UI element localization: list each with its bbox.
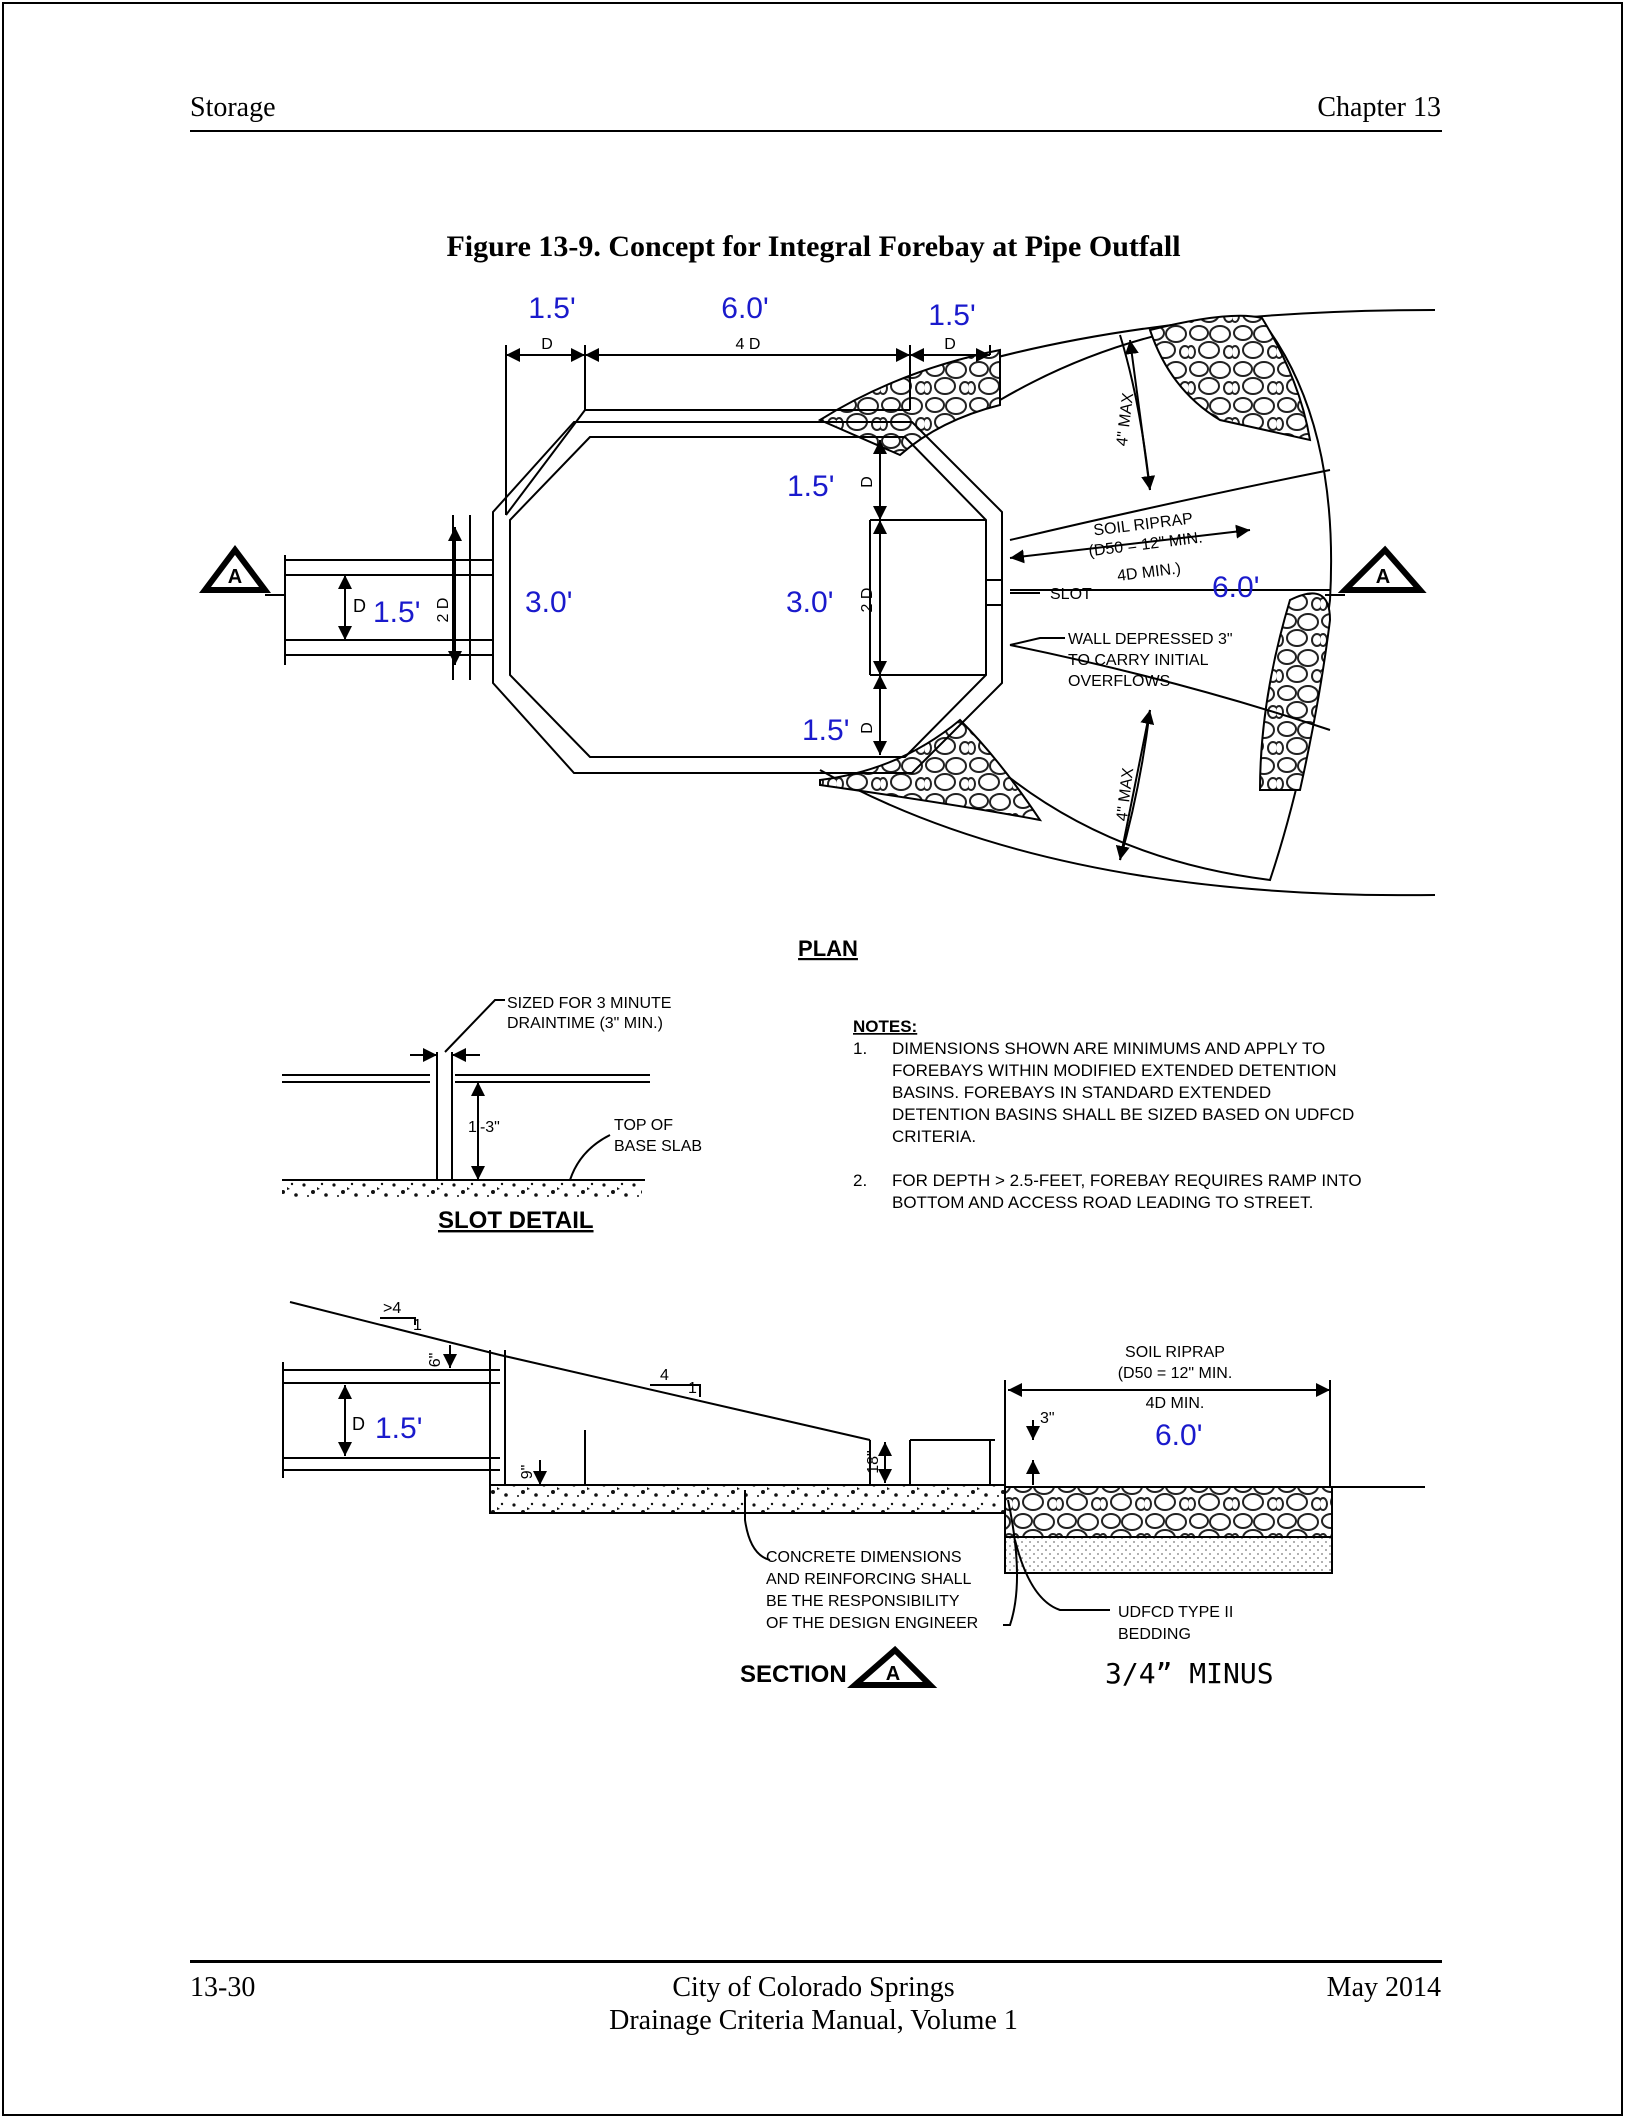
section-concrete-note-2: AND REINFORCING SHALL <box>766 1571 971 1588</box>
section-dim-18in: 18" <box>865 1450 882 1473</box>
plan-wall-note-2: TO CARRY INITIAL <box>1068 652 1209 669</box>
section-marker: A <box>886 1663 900 1685</box>
footer-left: 13-30 <box>190 1972 256 2003</box>
footer-right: May 2014 <box>1326 1972 1441 2003</box>
section-view <box>282 1301 1425 1688</box>
slot-height: 1'-3" <box>468 1119 500 1136</box>
note-1-line-3: BASINS. FOREBAYS IN STANDARD EXTENDED <box>892 1083 1271 1102</box>
section-bedding-note-1: UDFCD TYPE II <box>1118 1604 1233 1621</box>
section-slope-run: 4 <box>660 1367 669 1384</box>
slot-top-note-1: TOP OF <box>614 1117 673 1134</box>
note-1-line-1: DIMENSIONS SHOWN ARE MINIMUMS AND APPLY … <box>892 1039 1325 1058</box>
section-caption: SECTION <box>740 1661 847 1688</box>
slot-sized-note-2: DRAINTIME (3" MIN.) <box>507 1015 663 1032</box>
slot-detail-labels: SIZED FOR 3 MINUTE DRAINTIME (3" MIN.) 1… <box>438 995 702 1234</box>
plan-max-label-bottom: 4" MAX <box>1114 766 1137 822</box>
plan-pipe-value: 1.5' <box>373 596 420 629</box>
section-dim-3in: 3" <box>1040 1410 1055 1427</box>
section-labels: >4 1 4 1 6" 9" 18" 3" D 1.5' SOIL RIPRAP… <box>352 1300 1274 1690</box>
section-pipe-label: D <box>352 1414 365 1434</box>
slot-top-note-2: BASE SLAB <box>614 1138 702 1155</box>
notes-block: NOTES: 1. DIMENSIONS SHOWN ARE MINIMUMS … <box>853 1017 1362 1212</box>
plan-height-label: 2 D <box>435 598 452 623</box>
note-1-line-2: FOREBAYS WITHIN MODIFIED EXTENDED DETENT… <box>892 1061 1337 1080</box>
notes-heading: NOTES: <box>853 1017 917 1036</box>
plan-section-marker-left: A <box>228 566 242 588</box>
slot-sized-note-1: SIZED FOR 3 MINUTE <box>507 995 671 1012</box>
plan-riprap-value: 6.0' <box>1212 571 1259 604</box>
header-left: Storage <box>190 92 276 123</box>
header-right: Chapter 13 <box>1317 92 1441 123</box>
plan-section-marker-right: A <box>1376 566 1390 588</box>
note-1-line-4: DETENTION BASINS SHALL BE SIZED BASED ON… <box>892 1105 1354 1124</box>
section-slope-rise: 1 <box>688 1380 697 1397</box>
figure-title: Figure 13-9. Concept for Integral Foreba… <box>446 230 1181 263</box>
note-2-line-2: BOTTOM AND ACCESS ROAD LEADING TO STREET… <box>892 1193 1313 1212</box>
section-pipe-value: 1.5' <box>375 1412 422 1445</box>
plan-riprap-line-3: 4D MIN.) <box>1116 560 1182 585</box>
plan-slot-middle-value: 3.0' <box>786 586 833 619</box>
section-slope-top-rise: 1 <box>413 1317 422 1334</box>
section-dim-9in: 9" <box>519 1465 536 1480</box>
plan-slot-callout: SLOT <box>1050 586 1092 603</box>
plan-slot-bottom-value: 1.5' <box>802 714 849 747</box>
plan-slot-top-value: 1.5' <box>787 470 834 503</box>
section-riprap-value: 6.0' <box>1155 1419 1202 1452</box>
plan-pipe-label: D <box>353 596 366 616</box>
plan-wall-note-3: OVERFLOWS <box>1068 673 1170 690</box>
plan-dim-center-value: 6.0' <box>721 292 768 325</box>
plan-dim-center-label: 4 D <box>736 336 761 353</box>
footer-rule <box>190 1960 1442 1963</box>
slot-detail <box>282 999 650 1202</box>
section-bedding-extra: 3/4” MINUS <box>1105 1657 1274 1690</box>
section-riprap-line-3: 4D MIN. <box>1146 1395 1205 1412</box>
section-concrete-note-3: BE THE RESPONSIBILITY <box>766 1593 960 1610</box>
plan-dim-right-value: 1.5' <box>928 299 975 332</box>
section-concrete-note-4: OF THE DESIGN ENGINEER <box>766 1615 978 1632</box>
plan-slot-top-label: D <box>859 476 876 488</box>
plan-dim-right-label: D <box>944 336 956 353</box>
footer-center-line2: Drainage Criteria Manual, Volume 1 <box>609 2005 1018 2036</box>
plan-max-label-top: 4" MAX <box>1114 391 1137 447</box>
section-riprap-line-1: SOIL RIPRAP <box>1125 1344 1225 1361</box>
header-rule <box>190 130 1442 132</box>
plan-view <box>199 309 1436 897</box>
section-riprap-line-2: (D50 = 12" MIN. <box>1118 1365 1233 1382</box>
plan-slot-middle-label: 2 D <box>859 588 876 613</box>
plan-wall-note-1: WALL DEPRESSED 3" <box>1068 631 1233 648</box>
section-bedding-note-2: BEDDING <box>1118 1626 1191 1643</box>
note-2-line-1: FOR DEPTH > 2.5-FEET, FOREBAY REQUIRES R… <box>892 1171 1362 1190</box>
plan-slot-bottom-label: D <box>859 722 876 734</box>
plan-labels: 1.5' D 6.0' 4 D 1.5' D D 1.5' 2 D 3.0' 1… <box>228 292 1390 961</box>
note-1-num: 1. <box>853 1039 867 1058</box>
note-2-num: 2. <box>853 1171 867 1190</box>
section-concrete-note-1: CONCRETE DIMENSIONS <box>766 1549 962 1566</box>
plan-left-value: 3.0' <box>525 586 572 619</box>
section-dim-6in: 6" <box>427 1353 444 1368</box>
section-slope-top: >4 <box>383 1300 401 1317</box>
slot-caption: SLOT DETAIL <box>438 1207 594 1234</box>
footer-center-line1: City of Colorado Springs <box>672 1972 955 2003</box>
note-1-line-5: CRITERIA. <box>892 1127 976 1146</box>
plan-dim-left-value: 1.5' <box>528 292 575 325</box>
plan-dim-left-label: D <box>541 336 553 353</box>
plan-caption: PLAN <box>798 936 858 961</box>
